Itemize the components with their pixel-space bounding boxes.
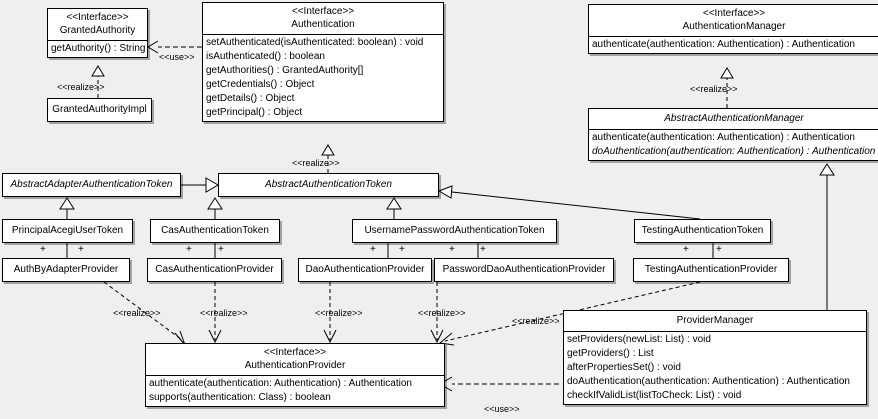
class-testing-authentication-token[interactable]: TestingAuthenticationToken	[634, 219, 771, 243]
class-name: GrantedAuthority	[59, 25, 136, 36]
class-password-dao-authentication-provider[interactable]: PasswordDaoAuthenticationProvider	[434, 258, 614, 282]
operations-compartment: authenticate(authentication: Authenticat…	[589, 37, 878, 53]
class-authentication[interactable]: <<Interface>> Authentication setAuthenti…	[202, 2, 444, 122]
edge-label-realize-granted-authority-impl: <<realize>>	[57, 82, 105, 92]
association-plus: +	[218, 244, 224, 255]
association-plus: +	[78, 244, 84, 255]
class-testing-authentication-provider[interactable]: TestingAuthenticationProvider	[633, 258, 789, 282]
edge-label-realize-password-dao-provider: <<realize>>	[418, 308, 466, 318]
operations-compartment: getAuthority() : String	[48, 41, 147, 57]
association-plus: +	[449, 244, 455, 255]
class-auth-by-adapter-provider[interactable]: AuthByAdapterProvider	[2, 258, 130, 282]
class-name: ProviderManager	[676, 315, 754, 326]
class-username-password-authentication-token[interactable]: UsernamePasswordAuthenticationToken	[352, 219, 557, 243]
divider	[564, 331, 866, 332]
class-header: <<Interface>> Authentication	[203, 3, 443, 34]
class-granted-authority-impl[interactable]: GrantedAuthorityImpl	[47, 98, 152, 122]
edge-label-realize-abstract-authentication-manager: <<realize>>	[690, 84, 738, 94]
class-name: AuthenticationProvider	[244, 360, 346, 371]
operation: getCredentials() : Object	[206, 79, 315, 90]
association-plus: +	[683, 244, 689, 255]
edge-label-use-provider-manager: <<use>>	[484, 404, 520, 414]
class-cas-authentication-provider[interactable]: CasAuthenticationProvider	[147, 258, 282, 282]
class-granted-authority[interactable]: <<Interface>> GrantedAuthority getAuthor…	[47, 8, 148, 58]
operation: authenticate(authentication: Authenticat…	[592, 132, 855, 143]
divider	[48, 40, 147, 41]
class-provider-manager[interactable]: ProviderManager setProviders(newList: Li…	[563, 310, 867, 405]
operations-compartment: authenticate(authentication: Authenticat…	[589, 130, 878, 160]
class-dao-authentication-provider[interactable]: DaoAuthenticationProvider	[298, 258, 432, 282]
edge-label-realize-testing-provider: <<realize>>	[512, 316, 560, 326]
association-plus: +	[480, 244, 486, 255]
class-authentication-manager[interactable]: <<Interface>> AuthenticationManager auth…	[588, 4, 878, 54]
edge-label-realize-auth-by-adapter-provider: <<realize>>	[113, 308, 161, 318]
association-plus: +	[399, 244, 405, 255]
association-plus: +	[40, 244, 46, 255]
operation: getDetails() : Object	[206, 93, 295, 104]
operation: setAuthenticated(isAuthenticated: boolea…	[206, 37, 424, 48]
association-plus: +	[370, 244, 376, 255]
operation: authenticate(authentication: Authenticat…	[149, 378, 412, 389]
class-cas-authentication-token[interactable]: CasAuthenticationToken	[150, 219, 280, 243]
divider	[589, 36, 878, 37]
operation: doAuthentication(authentication: Authent…	[567, 376, 850, 387]
operations-compartment: authenticate(authentication: Authenticat…	[146, 376, 444, 406]
operation: getAuthorities() : GrantedAuthority[]	[206, 65, 364, 76]
divider	[203, 34, 443, 35]
class-name: AbstractAuthenticationManager	[664, 113, 804, 124]
operation: supports(authentication: Class) : boolea…	[149, 392, 331, 403]
class-name: AuthenticationManager	[682, 21, 786, 32]
stereotype-interface: <<Interface>>	[702, 8, 766, 19]
operation: getProviders() : List	[567, 348, 654, 359]
class-header: AbstractAuthenticationManager	[589, 109, 878, 129]
operation: setProviders(newList: List) : void	[567, 334, 711, 345]
edge-label-realize-abstract-authentication-token: <<realize>>	[292, 158, 340, 168]
operations-compartment: setProviders(newList: List) : void getPr…	[564, 332, 866, 404]
edge-label-realize-dao-provider: <<realize>>	[315, 308, 363, 318]
operation: afterPropertiesSet() : void	[567, 362, 681, 373]
class-name: Authentication	[291, 19, 355, 30]
operation: checkIfValidList(listToCheck: List) : vo…	[567, 390, 742, 401]
edge-label-use-granted-authority: <<use>>	[159, 52, 195, 62]
class-header: <<Interface>> GrantedAuthority	[48, 9, 147, 40]
class-header: ProviderManager	[564, 311, 866, 331]
class-header: <<Interface>> AuthenticationManager	[589, 5, 878, 36]
class-abstract-authentication-token[interactable]: AbstractAuthenticationToken	[218, 173, 439, 197]
operation-abstract: doAuthentication(authentication: Authent…	[592, 146, 876, 157]
operation: getPrincipal() : Object	[206, 107, 303, 118]
class-authentication-provider[interactable]: <<Interface>> AuthenticationProvider aut…	[145, 343, 445, 407]
divider	[589, 129, 878, 130]
stereotype-interface: <<Interface>>	[291, 6, 355, 17]
operations-compartment: setAuthenticated(isAuthenticated: boolea…	[203, 35, 443, 121]
association-plus: +	[716, 244, 722, 255]
class-principal-acegi-user-token[interactable]: PrincipalAcegiUserToken	[2, 219, 133, 243]
edge-label-realize-cas-provider: <<realize>>	[200, 308, 248, 318]
operation: authenticate(authentication: Authenticat…	[592, 39, 855, 50]
class-abstract-authentication-manager[interactable]: AbstractAuthenticationManager authentica…	[588, 108, 878, 161]
class-abstract-adapter-authentication-token[interactable]: AbstractAdapterAuthenticationToken	[2, 173, 181, 197]
divider	[146, 375, 444, 376]
association-plus: +	[186, 244, 192, 255]
stereotype-interface: <<Interface>>	[263, 347, 327, 358]
operation: isAuthenticated() : boolean	[206, 51, 325, 62]
class-header: <<Interface>> AuthenticationProvider	[146, 344, 444, 375]
stereotype-interface: <<Interface>>	[66, 12, 129, 23]
operation: getAuthority() : String	[51, 43, 146, 54]
